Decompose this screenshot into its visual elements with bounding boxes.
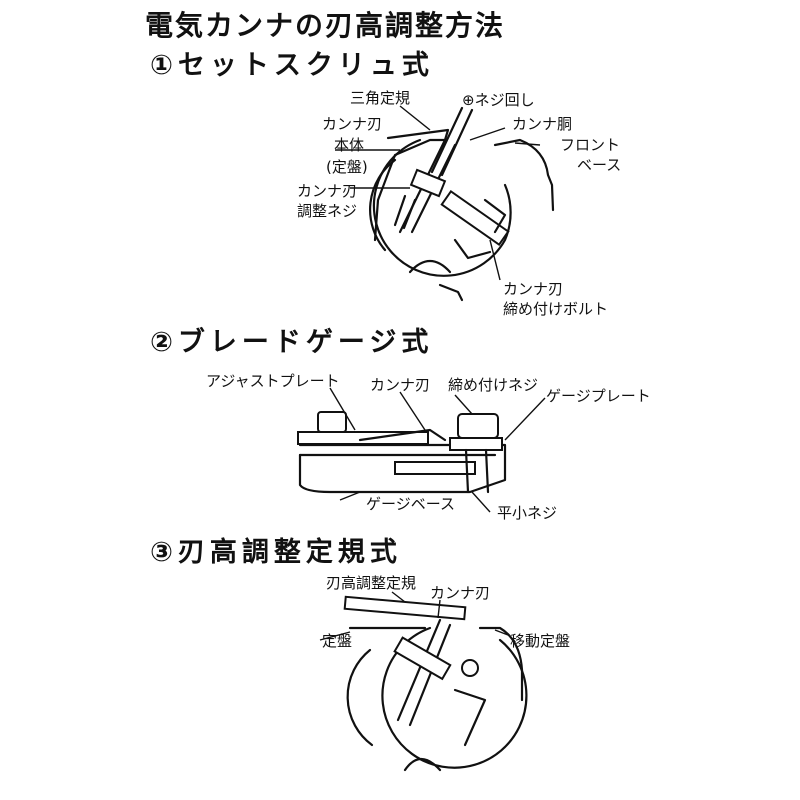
label-blade-3: カンナ刃 [430, 584, 491, 602]
label-body: 本体 [334, 136, 365, 154]
label-height-ruler: 刃高調整定規 [326, 574, 417, 592]
label-bolt-line2: 締め付けボルト [503, 300, 609, 318]
blade-2 [358, 428, 447, 442]
adjust-screw [409, 168, 447, 198]
label-bolt-line1: カンナ刃 [503, 280, 564, 298]
main-body-base [373, 138, 447, 242]
label-blade-1: カンナ刃 [322, 115, 383, 133]
triangle-ruler [386, 128, 450, 152]
label-front-line2: ベース [577, 156, 622, 174]
label-flat-screw: 平小ネジ [497, 504, 558, 522]
blade-3 [396, 618, 452, 727]
label-triangle-ruler: 三角定規 [350, 89, 411, 107]
label-adjust-line2: 調整ネジ [297, 202, 358, 220]
label-gauge-plate: ゲージプレート [546, 387, 651, 405]
label-adjust-line1: カンナ刃 [297, 182, 358, 200]
page-title: 電気カンナの刃高調整方法 [145, 9, 506, 42]
clamp-bolt-3 [393, 636, 452, 681]
front-base [493, 138, 555, 212]
label-screwdriver: ⊕ネジ回し [462, 91, 535, 109]
label-cutter-drum: カンナ胴 [512, 115, 573, 133]
cutter-drum-outline-3 [381, 626, 528, 769]
clamp-screw-2 [457, 413, 499, 439]
label-blade-2: カンナ刃 [370, 376, 431, 394]
label-front-line1: フロント [560, 136, 621, 154]
label-clamp-screw: 締め付けネジ [448, 376, 539, 394]
section-heading-set-screw: ①セットスクリュ式 [150, 50, 434, 81]
diagram-set-screw [335, 105, 555, 302]
diagram-blade-gauge [297, 387, 546, 513]
label-adjust-plate: アジャストプレート [206, 372, 340, 390]
flat-screw [394, 461, 476, 475]
section-heading-height-ruler: ③刃高調整定規式 [150, 537, 402, 568]
label-moving-base: 移動定盤 [510, 632, 571, 650]
screwdriver [430, 106, 474, 177]
label-gauge-base: ゲージベース [366, 495, 455, 513]
gauge-plate [449, 437, 503, 451]
diagram-height-ruler [319, 591, 528, 772]
height-ruler [343, 595, 467, 621]
section-heading-blade-gauge: ②ブレードゲージ式 [150, 327, 434, 358]
label-base: 定盤 [322, 632, 353, 650]
clamp-bolt [440, 189, 510, 247]
label-body-base: (定盤) [326, 158, 368, 176]
